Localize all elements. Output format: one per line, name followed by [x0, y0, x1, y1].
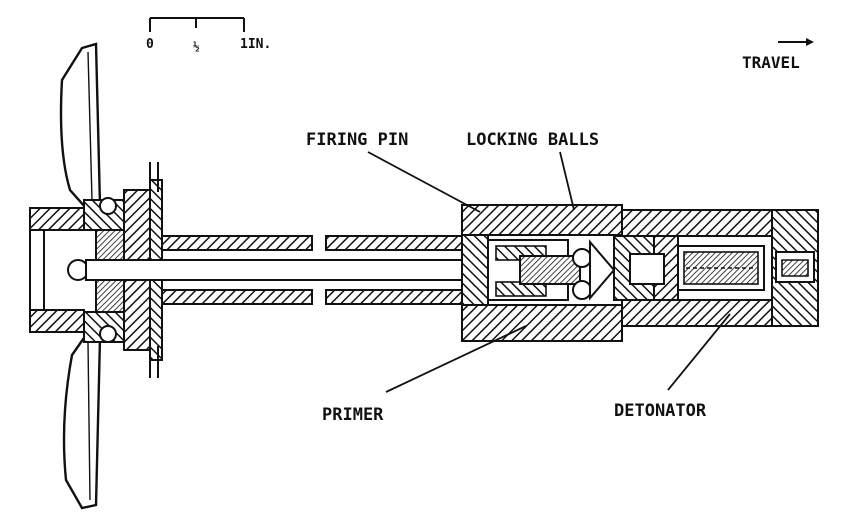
primer-label: PRIMER — [322, 405, 384, 425]
firing-pin-shaft — [85, 228, 467, 305]
detonator-label: DETONATOR — [614, 401, 707, 421]
firing-pin-label: FIRING PIN — [306, 130, 408, 150]
travel-label: TRAVEL — [742, 53, 800, 72]
travel-indicator: TRAVEL — [742, 38, 814, 72]
fuze-body — [461, 204, 819, 342]
scale-label-one-inch: 1IN. — [240, 37, 271, 52]
leader-lines — [367, 151, 731, 393]
scale-bar: 0 ½ 1IN. — [146, 17, 271, 53]
arming-vane — [59, 42, 102, 510]
scale-label-zero: 0 — [146, 37, 154, 52]
scale-label-half: ½ — [193, 40, 200, 53]
locking-balls-label: LOCKING BALLS — [466, 130, 599, 150]
